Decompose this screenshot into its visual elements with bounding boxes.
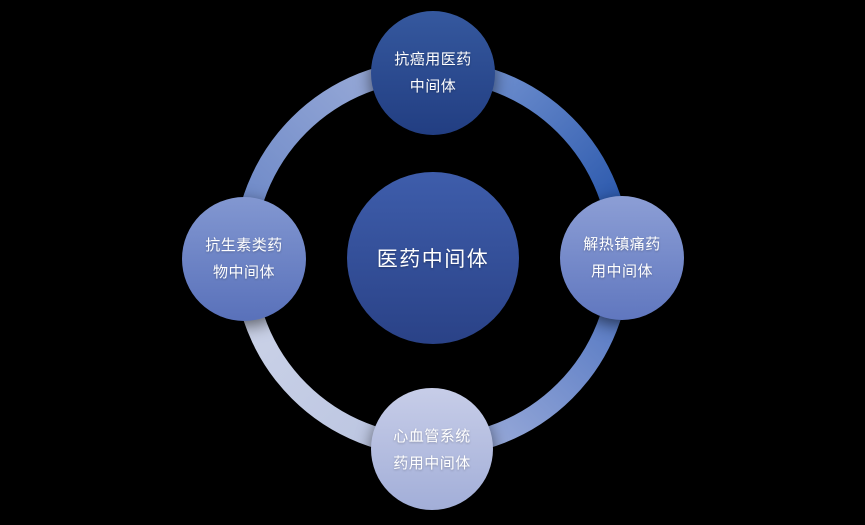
- node-top-label: 抗癌用医药 中间体: [371, 11, 495, 135]
- node-top-label-line2: 中间体: [409, 78, 457, 95]
- node-bottom-circle: [371, 388, 493, 510]
- node-right-circle: [560, 196, 684, 320]
- node-left-label-line1: 抗生素类药: [205, 237, 283, 254]
- node-right-label-line2: 用中间体: [590, 263, 653, 280]
- center-circle: [347, 172, 519, 344]
- node-top-label-line1: 抗癌用医药: [394, 51, 472, 68]
- node-right-label-line1: 解热镇痛药: [583, 236, 661, 253]
- node-top-circle: [371, 11, 495, 135]
- node-bottom-label-line2: 药用中间体: [393, 455, 471, 472]
- node-right-label: 解热镇痛药 用中间体: [560, 196, 684, 320]
- node-bottom-label: 心血管系统 药用中间体: [370, 388, 494, 512]
- node-left-label-line2: 物中间体: [212, 264, 275, 281]
- node-left-label: 抗生素类药 物中间体: [182, 197, 306, 321]
- center-label: 医药中间体: [376, 248, 490, 271]
- node-bottom-label-line1: 心血管系统: [393, 428, 471, 445]
- node-left-circle: [182, 197, 306, 321]
